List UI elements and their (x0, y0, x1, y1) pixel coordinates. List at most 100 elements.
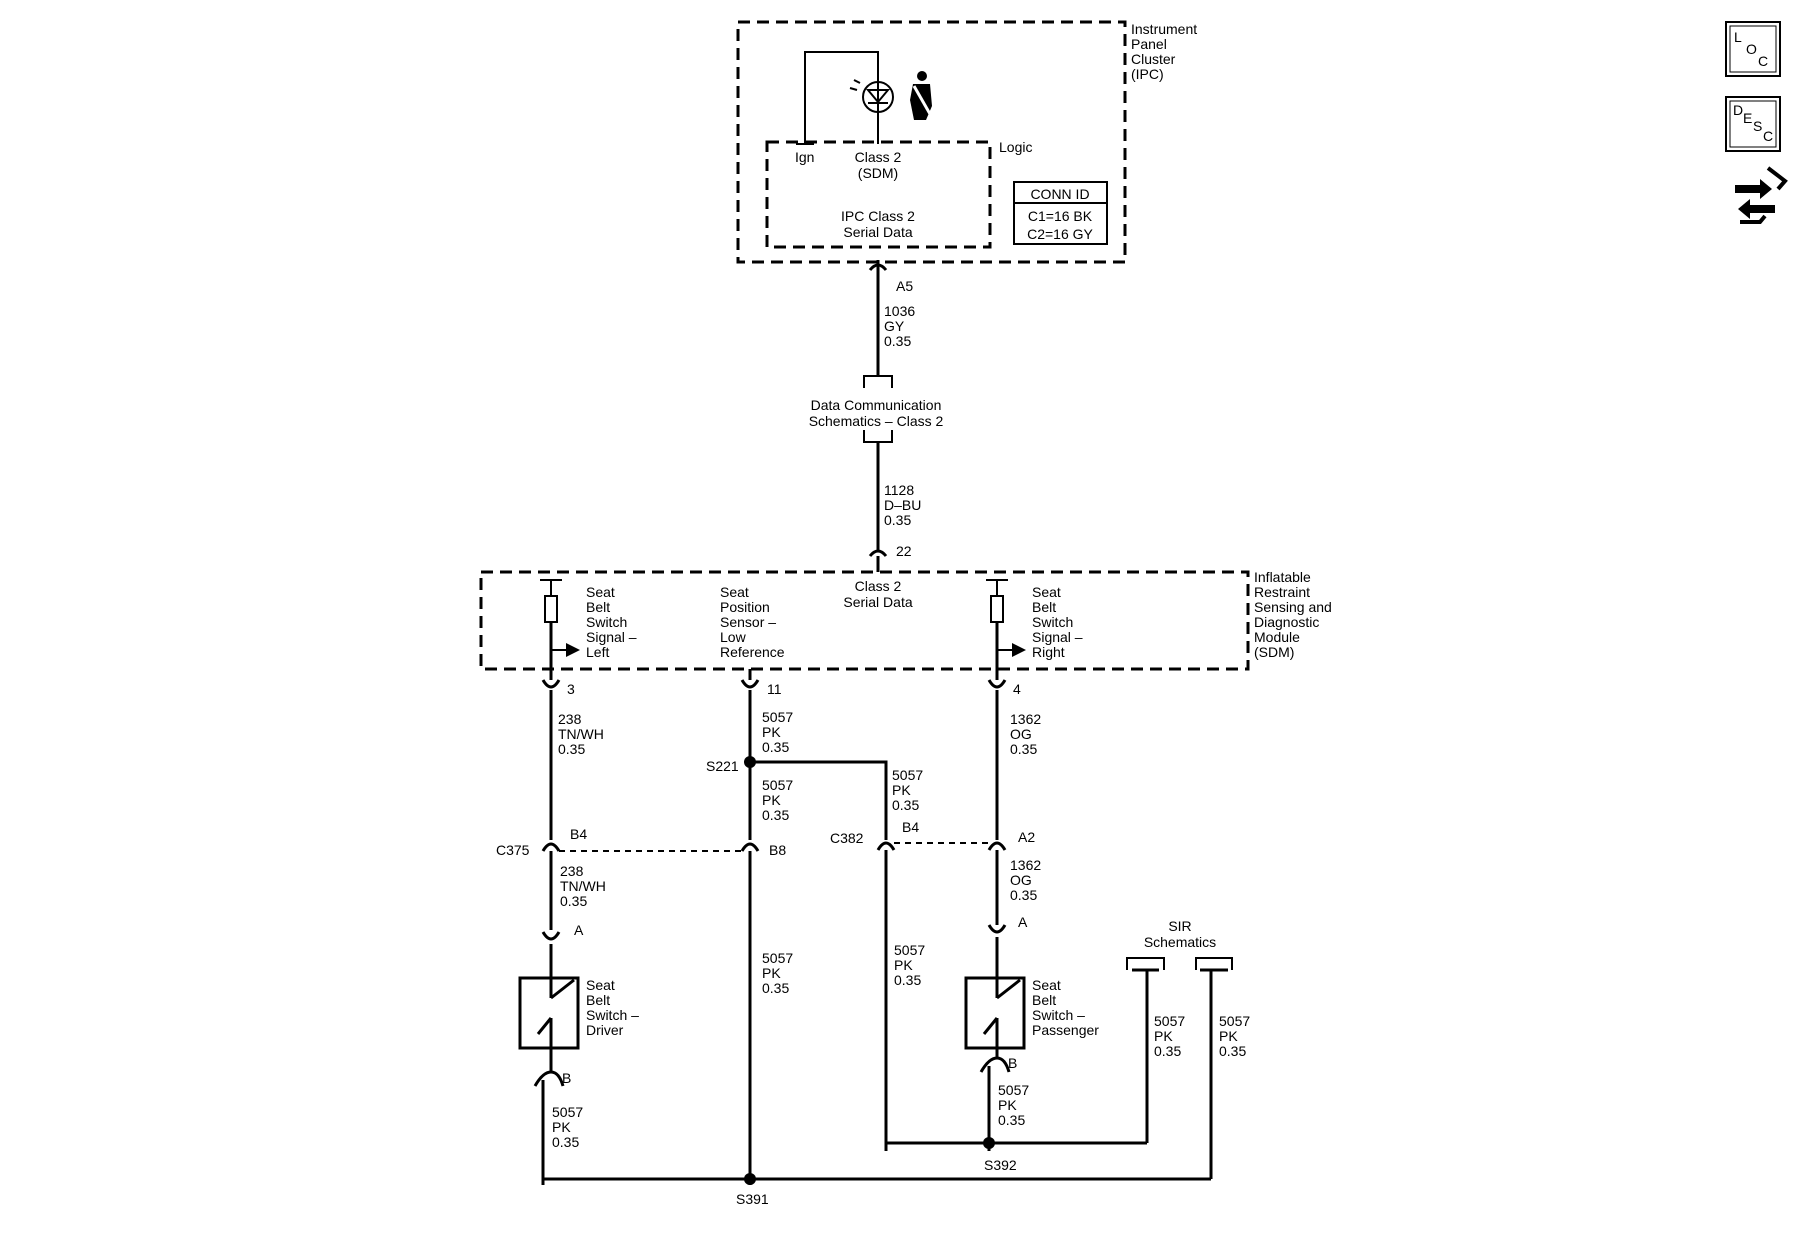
sir-schematics-reference: SIR Schematics (1126, 918, 1233, 972)
svg-text:5057: 5057 (998, 1082, 1029, 1098)
wire-label-5057-sir-left: 5057 PK 0.35 (1154, 1013, 1185, 1059)
svg-text:E: E (1743, 110, 1752, 126)
connector-c375-b4: B4 C375 (496, 826, 587, 858)
connector-a5: A5 (868, 260, 913, 294)
svg-text:5057: 5057 (762, 950, 793, 966)
svg-text:B: B (1008, 1055, 1017, 1071)
svg-text:PK: PK (762, 965, 781, 981)
svg-text:5057: 5057 (1219, 1013, 1250, 1029)
svg-text:5057: 5057 (1154, 1013, 1185, 1029)
svg-text:Cluster: Cluster (1131, 51, 1176, 67)
svg-text:238: 238 (560, 863, 584, 879)
svg-text:A: A (1018, 914, 1028, 930)
svg-text:Belt: Belt (586, 992, 610, 1008)
wire-label-1128: 1128 D–BU 0.35 (884, 482, 921, 528)
ipc-module: Instrument Panel Cluster (IPC) Logic Ign… (736, 20, 1197, 264)
svg-text:0.35: 0.35 (560, 893, 587, 909)
svg-text:C1=16 BK: C1=16 BK (1028, 208, 1093, 224)
svg-text:Seat: Seat (720, 584, 749, 600)
svg-text:Instrument: Instrument (1131, 21, 1197, 37)
svg-text:Switch: Switch (586, 614, 627, 630)
svg-text:Switch: Switch (1032, 614, 1073, 630)
svg-text:Switch –: Switch – (1032, 1007, 1085, 1023)
sdm-class2-label: Class 2 (855, 578, 902, 594)
svg-text:Seat: Seat (1032, 584, 1061, 600)
flow-arrows-icon[interactable] (1735, 166, 1788, 224)
wire-label-238-top: 238 TN/WH 0.35 (558, 711, 604, 757)
svg-text:5057: 5057 (892, 767, 923, 783)
svg-text:0.35: 0.35 (762, 739, 789, 755)
svg-text:Low: Low (720, 629, 747, 645)
svg-text:Position: Position (720, 599, 770, 615)
wire-label-5057-s221-branch: 5057 PK 0.35 (892, 767, 923, 813)
svg-text:1128: 1128 (884, 482, 914, 498)
svg-text:Reference: Reference (720, 644, 785, 660)
svg-text:B4: B4 (570, 826, 587, 842)
svg-text:Diagnostic: Diagnostic (1254, 614, 1319, 630)
splice-s391 (744, 1173, 756, 1185)
svg-text:B: B (562, 1070, 571, 1086)
svg-text:1036: 1036 (884, 303, 915, 319)
svg-text:S: S (1753, 118, 1762, 134)
svg-text:1362: 1362 (1010, 711, 1041, 727)
connector-sdm-4: 4 (987, 679, 1021, 697)
svg-text:C: C (1763, 128, 1773, 144)
svg-text:PK: PK (1219, 1028, 1238, 1044)
svg-text:Data Communication: Data Communication (811, 397, 942, 413)
ipc-serial-label: IPC Class 2 (841, 208, 915, 224)
svg-text:PK: PK (552, 1119, 571, 1135)
svg-text:Sensor –: Sensor – (720, 614, 776, 630)
sdm-left-pullup (540, 579, 580, 680)
svg-text:OG: OG (1010, 872, 1032, 888)
connector-sdm-3: 3 (541, 679, 575, 697)
connector-c382-label: C382 (830, 830, 864, 846)
svg-text:22: 22 (896, 543, 912, 559)
svg-text:238: 238 (558, 711, 582, 727)
data-communication-reference: Data Communication Schematics – Class 2 (809, 375, 944, 443)
svg-text:TN/WH: TN/WH (558, 726, 604, 742)
svg-text:5057: 5057 (552, 1104, 583, 1120)
svg-text:PK: PK (1154, 1028, 1173, 1044)
svg-text:PK: PK (762, 792, 781, 808)
connector-sdm-11: 11 (740, 679, 782, 697)
seat-belt-switch-passenger (964, 976, 1026, 1050)
svg-text:0.35: 0.35 (1219, 1043, 1246, 1059)
svg-text:L: L (1734, 29, 1742, 45)
sdm-module: Inflatable Restraint Sensing and Diagnos… (479, 569, 1332, 680)
svg-text:4: 4 (1013, 681, 1021, 697)
svg-text:(IPC): (IPC) (1131, 66, 1164, 82)
svg-text:A2: A2 (1018, 829, 1035, 845)
svg-text:1362: 1362 (1010, 857, 1041, 873)
svg-text:SIR: SIR (1168, 918, 1191, 934)
svg-text:11: 11 (767, 681, 782, 697)
driver-switch-pin-a: A (541, 922, 584, 941)
svg-text:0.35: 0.35 (884, 512, 911, 528)
conn-id-table: CONN ID C1=16 BK C2=16 GY (1013, 181, 1108, 245)
sdm-position-label: Seat Position Sensor – Low Reference (720, 584, 785, 660)
loc-button[interactable]: L O C (1725, 21, 1781, 77)
connector-c382-a2: A2 (987, 829, 1035, 851)
ign-label: Ign (795, 149, 814, 165)
connector-c375-label: C375 (496, 842, 530, 858)
svg-text:A5: A5 (896, 278, 913, 294)
svg-text:A: A (574, 922, 584, 938)
seat-belt-switch-passenger-label: Seat Belt Switch – Passenger (1032, 977, 1099, 1038)
svg-text:Left: Left (586, 644, 609, 660)
svg-text:0.35: 0.35 (1010, 887, 1037, 903)
splice-s392-label: S392 (984, 1157, 1017, 1173)
svg-text:0.35: 0.35 (894, 972, 921, 988)
connector-22: 22 (868, 543, 912, 572)
svg-text:Right: Right (1032, 644, 1065, 660)
svg-text:5057: 5057 (762, 777, 793, 793)
svg-text:Driver: Driver (586, 1022, 624, 1038)
svg-text:Serial Data: Serial Data (843, 224, 912, 240)
wire-label-5057-sir-right: 5057 PK 0.35 (1219, 1013, 1250, 1059)
svg-text:0.35: 0.35 (558, 741, 585, 757)
passenger-switch-pin-b: B (979, 1055, 1017, 1073)
wire-label-1362-top: 1362 OG 0.35 (1010, 711, 1041, 757)
svg-text:Belt: Belt (1032, 992, 1056, 1008)
passenger-switch-pin-a: A (987, 914, 1028, 934)
desc-button[interactable]: D E S C (1725, 96, 1781, 152)
wire-label-5057-mid-3: 5057 PK 0.35 (762, 950, 793, 996)
